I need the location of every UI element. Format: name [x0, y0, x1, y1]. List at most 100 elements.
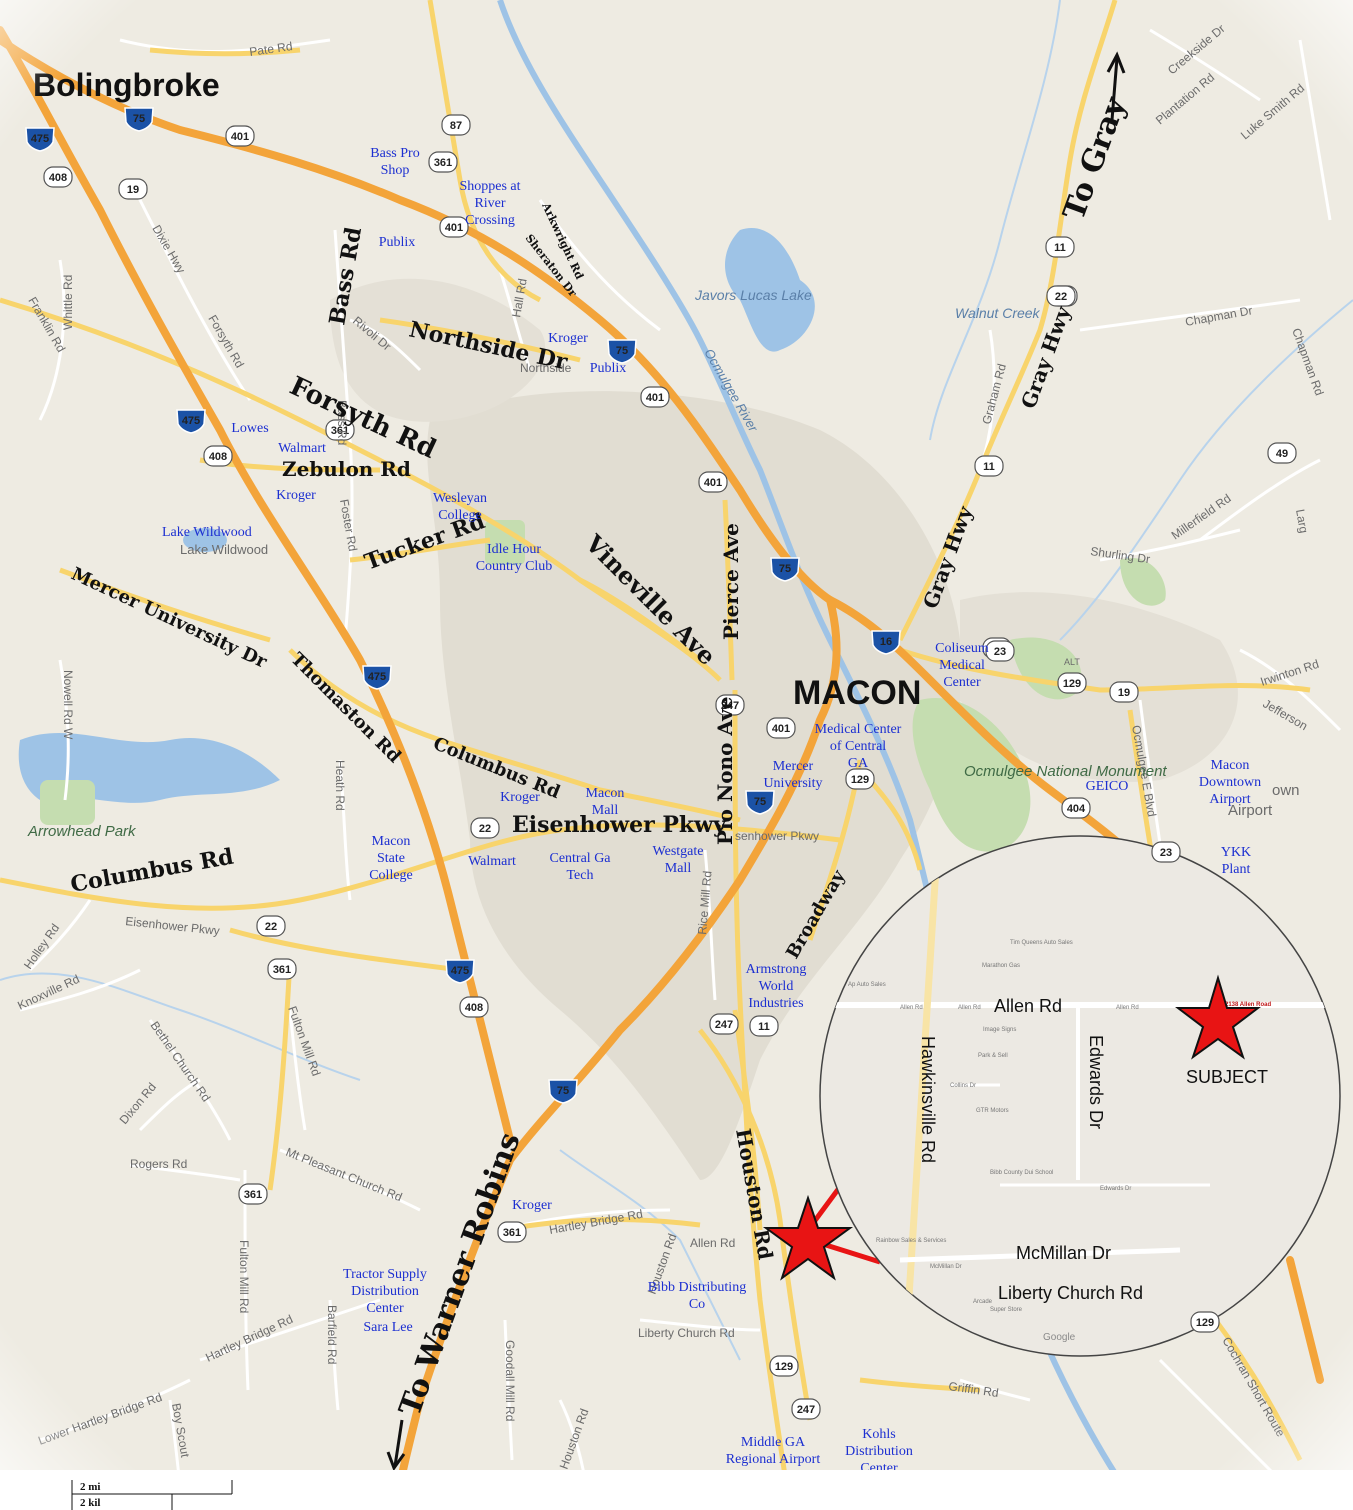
label-arrowhead-park: Arrowhead Park [27, 823, 137, 840]
highway-shield: 361 [267, 958, 297, 980]
shield-number: 475 [451, 965, 469, 977]
label-pierce-ave: Pierce Ave [719, 523, 743, 640]
inset-business-label: Super Store [990, 1307, 1023, 1313]
shield-number: 129 [1063, 678, 1081, 690]
poi-publix-2: Publix [590, 361, 627, 376]
inset-business-label: Marathon Gas [982, 963, 1020, 969]
inset-business-label: Edwards Dr [1100, 1186, 1131, 1192]
subject-inset[interactable]: Allen Rd Hawkinsville Rd Edwards Dr SUBJ… [819, 835, 1341, 1360]
poi-walmart-2: Walmart [468, 854, 516, 869]
shield-number: 129 [1196, 1317, 1214, 1329]
inset-business-label: Tim Queens Auto Sales [1010, 940, 1073, 946]
highway-shield: 11 [749, 1015, 779, 1037]
shield-number: 404 [1067, 803, 1086, 815]
label-goodall-mill-rd: Goodall Mill Rd [503, 1340, 517, 1421]
label-lake-wildwood-small: Lake Wildwood [180, 542, 268, 557]
scale-miles: 2 mi [80, 1481, 100, 1493]
shield-number: 19 [127, 184, 139, 196]
label-eisenhower-pkwy: Eisenhower Pkwy [512, 812, 727, 838]
shield-number: 247 [797, 1404, 815, 1416]
highway-shield: 408 [459, 996, 489, 1018]
highway-shield: 49 [1267, 442, 1297, 464]
label-javors-lake: Javors Lucas Lake [694, 287, 812, 303]
inset-subject-label: SUBJECT [1186, 1067, 1268, 1087]
shield-number: 22 [265, 921, 277, 933]
shield-number: 87 [450, 120, 462, 132]
shield-number: 11 [1054, 242, 1066, 254]
shield-number: 75 [779, 563, 791, 575]
highway-shield: 408 [43, 166, 73, 188]
label-lake-wildwood: Lake Wildwood [162, 525, 252, 540]
highway-shield: 401 [766, 717, 796, 739]
label-liberty-church-main: Liberty Church Rd [638, 1326, 735, 1340]
shield-number: 75 [616, 345, 628, 357]
highway-shield: 19 [118, 178, 148, 200]
inset-business-label: Image Signs [983, 1027, 1016, 1033]
highway-shield: 87 [441, 114, 471, 136]
shield-number: 75 [133, 113, 145, 125]
label-macon-downtown-small: own [1272, 782, 1300, 799]
label-rogers-rd: Rogers Rd [130, 1157, 187, 1171]
label-heath-rd: Heath Rd [333, 760, 347, 811]
highway-shield: 401 [698, 471, 728, 493]
highway-shield: 129 [1057, 672, 1087, 694]
shield-number: 11 [983, 461, 995, 473]
label-barfield-rd: Barfield Rd [325, 1305, 339, 1364]
highway-shield: 129 [769, 1355, 799, 1377]
poi-walmart-1: Walmart [278, 441, 326, 456]
label-pio-nono-ave: Pio Nono Ave [713, 697, 737, 845]
shield-number: 49 [1276, 448, 1288, 460]
label-allen-rd-main: Allen Rd [690, 1236, 735, 1250]
label-macon: MACON [793, 674, 921, 712]
inset-business-label: GTR Motors [976, 1108, 1009, 1114]
inset-business-label: Bibb County Dui School [990, 1170, 1053, 1176]
highway-shield: 401 [640, 386, 670, 408]
shield-number: 11 [758, 1021, 770, 1033]
poi-sara-lee: Sara Lee [363, 1320, 412, 1335]
shield-number: 475 [368, 671, 386, 683]
shield-number: 22 [479, 823, 491, 835]
shield-number: 401 [646, 392, 664, 404]
label-zebulon-rd: Zebulon Rd [282, 457, 411, 481]
shield-number: 361 [503, 1227, 521, 1239]
label-ocmulgee: Ocmulgee National Monument [964, 763, 1167, 780]
poi-kroger-4: Kroger [512, 1198, 552, 1213]
inset-hawkinsville-rd: Hawkinsville Rd [918, 1036, 938, 1163]
poi-publix-1: Publix [379, 235, 416, 250]
shield-number: 408 [465, 1002, 483, 1014]
shield-number: 408 [49, 172, 67, 184]
shield-number: 361 [244, 1189, 262, 1201]
highway-shield: 11 [1045, 236, 1075, 258]
label-alt: ALT [1064, 657, 1080, 667]
shield-number: 129 [851, 774, 869, 786]
inset-business-label: Allen Rd [900, 1005, 923, 1011]
inset-business-label: Arcade [973, 1299, 993, 1305]
inset-business-label: Park & Sell [978, 1053, 1008, 1059]
label-eisenhower-small-2: senhower Pkwy [735, 829, 819, 843]
shield-number: 401 [445, 222, 463, 234]
highway-shield: 11 [974, 455, 1004, 477]
highway-shield: 361 [497, 1221, 527, 1243]
shield-number: 475 [182, 415, 200, 427]
inset-google: Google [1043, 1332, 1076, 1343]
highway-shield: 23 [985, 640, 1015, 662]
highway-shield: 361 [428, 151, 458, 173]
highway-shield: 404 [1061, 797, 1091, 819]
shield-number: 247 [715, 1019, 733, 1031]
highway-shield: 23 [1151, 841, 1181, 863]
shield-number: 361 [434, 157, 452, 169]
label-nowell-rd-w: Nowell Rd W [61, 670, 75, 740]
highway-shield: 22 [470, 817, 500, 839]
highway-shield: 247 [709, 1013, 739, 1035]
label-whittle-rd: Whittle Rd [61, 275, 75, 330]
inset-business-label: Allen Rd [1116, 1005, 1139, 1011]
poi-kroger-3: Kroger [500, 790, 540, 805]
label-fulton-mill-rd-2: Fulton Mill Rd [237, 1240, 251, 1313]
shield-number: 75 [754, 796, 766, 808]
shield-number: 75 [557, 1085, 569, 1097]
shield-number: 23 [994, 646, 1006, 658]
shield-number: 129 [775, 1361, 793, 1373]
label-walnut-creek: Walnut Creek [955, 305, 1041, 321]
